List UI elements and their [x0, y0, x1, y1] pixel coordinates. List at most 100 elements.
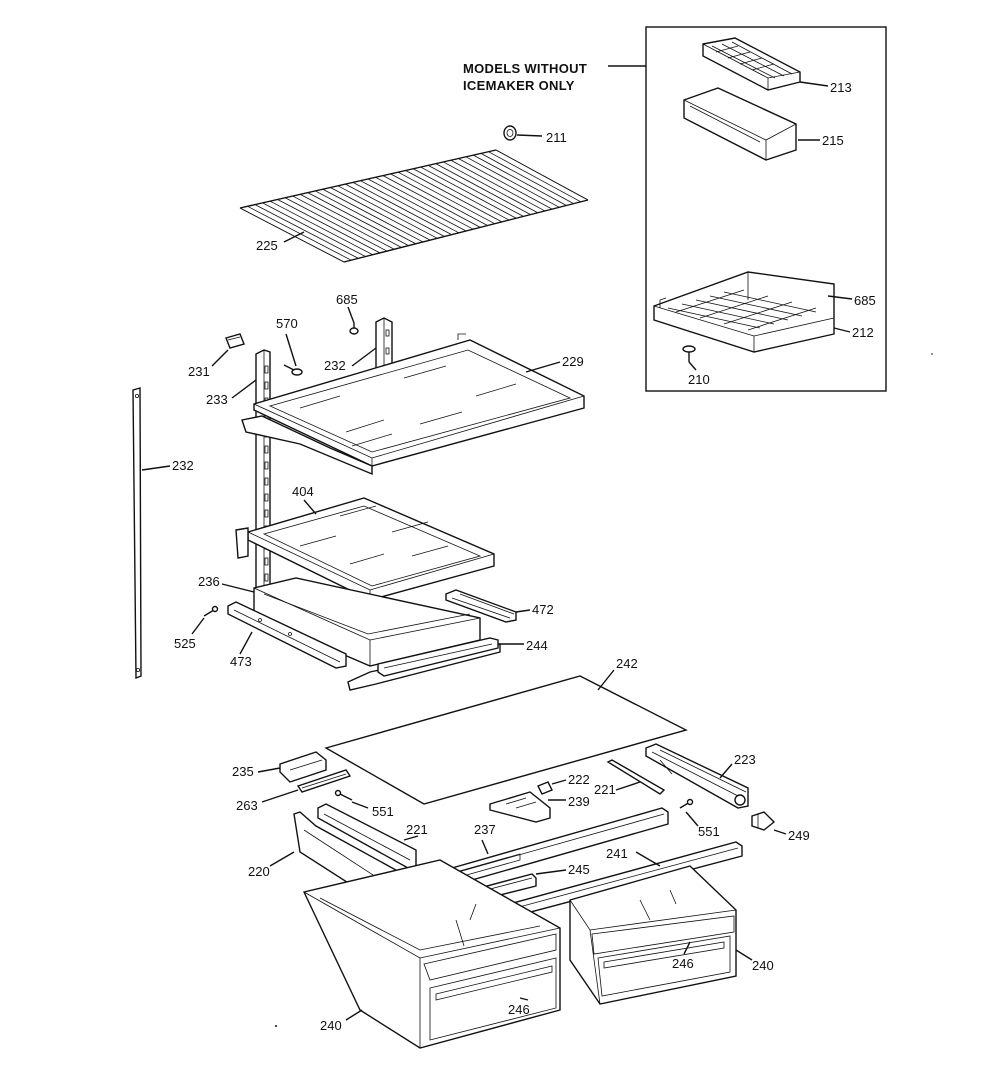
label-240-left: 240 [320, 1018, 342, 1033]
support-221-right [606, 759, 666, 795]
wire-rod [473, 154, 567, 206]
leader-235 [257, 767, 281, 773]
label-221-right: 221 [594, 782, 616, 797]
speck [931, 353, 933, 355]
leader-229 [525, 361, 561, 373]
label-685-inset: 685 [854, 293, 876, 308]
speck [275, 1025, 277, 1027]
rail-223 [645, 743, 749, 809]
leader-472 [515, 609, 531, 613]
glass-reflection [475, 383, 517, 397]
wire-rod [435, 163, 531, 215]
glass-shelf-229 [241, 333, 585, 476]
label-246-right: 246 [672, 956, 694, 971]
wire-rod [352, 182, 452, 236]
inset-note-line-1: MODELS WITHOUT [463, 61, 587, 76]
label-223: 223 [734, 752, 756, 767]
label-242: 242 [616, 656, 638, 671]
leader-221a [615, 781, 641, 791]
leader-225 [283, 231, 305, 243]
glass-reflection [299, 535, 337, 547]
label-551-right: 551 [698, 824, 720, 839]
label-241: 241 [606, 846, 628, 861]
label-225: 225 [256, 238, 278, 253]
wire-rod [450, 159, 546, 212]
leader-249 [773, 829, 787, 835]
leader-236 [221, 583, 255, 593]
leader-233 [231, 379, 257, 399]
inset-box: MODELS WITHOUT ICEMAKER ONLY [463, 26, 887, 392]
upright-slot [264, 493, 269, 502]
glass-reflection [299, 395, 341, 409]
label-236: 236 [198, 574, 220, 589]
label-215: 215 [822, 133, 844, 148]
label-685: 685 [336, 292, 358, 307]
slide-rail-244 [377, 637, 499, 677]
wire-rod [247, 205, 352, 261]
screw-551-right [679, 798, 694, 809]
leader-232a [351, 347, 377, 367]
upright-slot [264, 445, 269, 454]
label-221-left: 221 [406, 822, 428, 837]
crisper-drawer-240-right [569, 865, 737, 1005]
leader-473 [239, 631, 253, 655]
wire-shelf-225 [239, 149, 589, 263]
glass-reflection [349, 553, 385, 565]
wire-rod [405, 170, 503, 223]
leader-232b [141, 465, 171, 471]
wire-rod [322, 188, 424, 243]
glass-cover-242 [324, 675, 688, 805]
wire-rod [345, 183, 445, 237]
ice-bucket-215 [683, 87, 797, 161]
glass-reflection [391, 521, 429, 533]
leader-237 [481, 839, 489, 855]
bracket-235 [279, 751, 327, 783]
inset-leaders [688, 81, 853, 371]
leader-221b [403, 835, 419, 841]
clip-249 [751, 811, 776, 831]
label-213: 213 [830, 80, 852, 95]
clip-222 [537, 781, 553, 795]
wire-rod [262, 202, 366, 257]
upright-slot [264, 365, 269, 374]
label-212: 212 [852, 325, 874, 340]
label-211: 211 [546, 130, 567, 145]
leader-241 [635, 851, 661, 867]
drawer-rail-472 [445, 589, 517, 623]
glass-reflection [403, 365, 447, 379]
label-232-upright: 232 [324, 358, 346, 373]
label-237: 237 [474, 822, 496, 837]
wire-rod [397, 171, 495, 225]
label-231: 231 [188, 364, 210, 379]
wire-rod [382, 175, 481, 228]
label-551-left: 551 [372, 804, 394, 819]
upright-slot [264, 461, 269, 470]
wire-rod [292, 195, 395, 250]
clip-231 [225, 333, 245, 349]
wire-rod [277, 199, 381, 254]
glass-reflection [339, 505, 377, 517]
freezer-shelf-212 [653, 271, 835, 353]
wire-rod [428, 165, 524, 217]
screw-685 [349, 323, 359, 335]
wire-rod [375, 176, 474, 230]
wire-rod [307, 192, 409, 246]
upright-slot [264, 557, 269, 566]
label-233: 233 [206, 392, 228, 407]
leader-570 [285, 333, 297, 367]
leader-404 [303, 499, 317, 515]
label-263: 263 [236, 798, 258, 813]
label-473: 473 [230, 654, 252, 669]
leader-551b [685, 811, 699, 827]
leader-222 [551, 779, 567, 785]
drawer-rail-473 [227, 601, 347, 669]
wire-rod [495, 149, 589, 201]
upright-233 [255, 349, 271, 593]
wire-rod [315, 190, 416, 245]
leader-240a [345, 1009, 363, 1021]
screw-210 [682, 345, 696, 362]
leader-242 [597, 669, 615, 691]
leader-263 [261, 789, 299, 803]
bracket-239 [489, 791, 551, 823]
label-249: 249 [788, 828, 810, 843]
